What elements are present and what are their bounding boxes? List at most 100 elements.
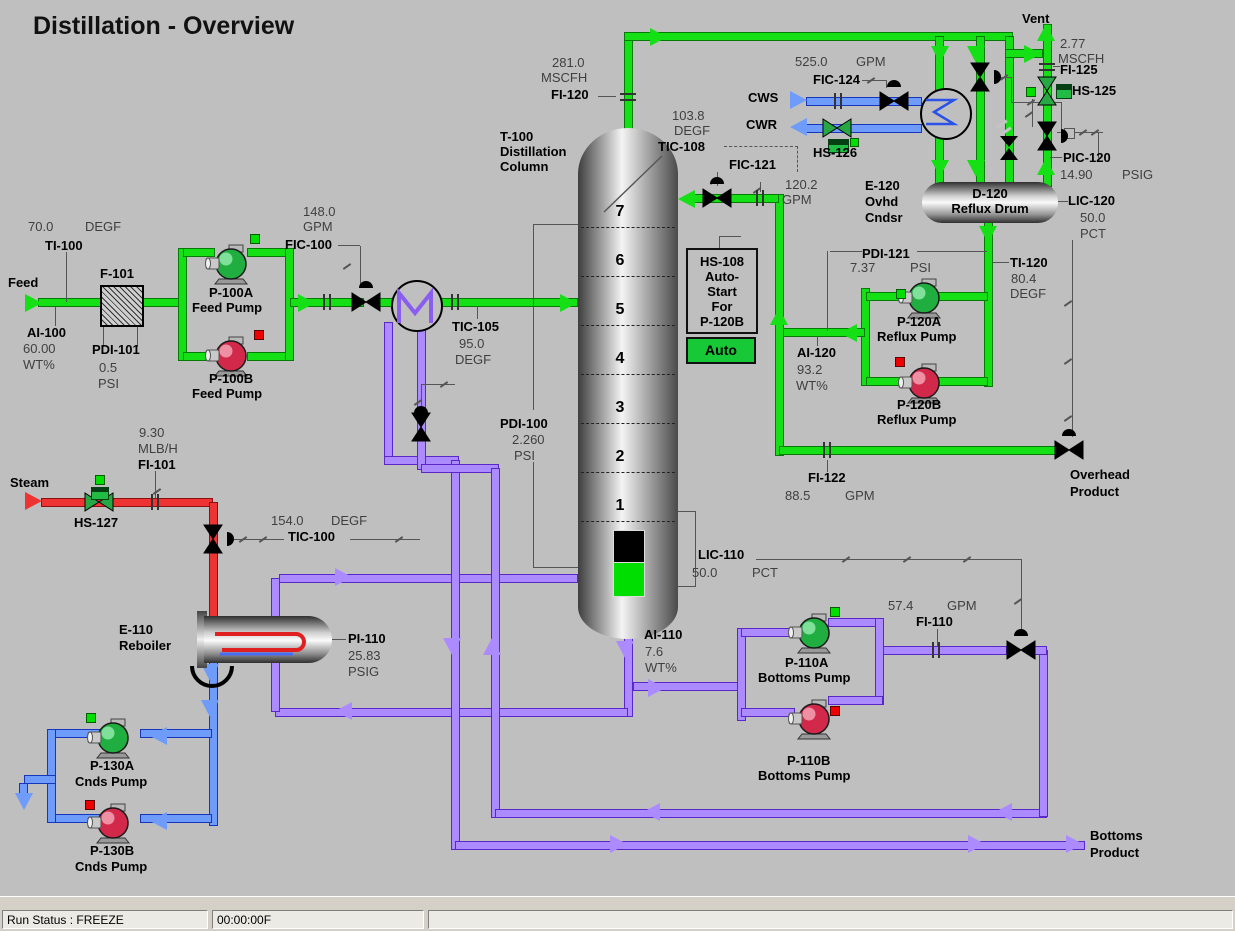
- tray-line: [581, 521, 675, 522]
- pipe-segment: [779, 446, 1057, 455]
- pipe-segment: [279, 574, 578, 583]
- hs126-actuator-box[interactable]: [828, 139, 849, 153]
- label-fic124: FIC-124: [813, 72, 860, 87]
- signal-line: [533, 567, 578, 568]
- flow-arrow-icon: [931, 46, 949, 63]
- flow-arrow-icon: [979, 226, 997, 243]
- signal-line: [1050, 157, 1062, 158]
- run-led-icon: [830, 607, 840, 617]
- label-v2583: 25.83: [348, 648, 381, 663]
- flow-arrow-icon: [1037, 158, 1055, 175]
- flow-arrow-icon: [1024, 45, 1041, 63]
- label-fi101: FI-101: [138, 457, 176, 472]
- tray-number: 7: [615, 203, 625, 220]
- page-title: Distillation - Overview: [33, 12, 295, 40]
- label-p130b2: Cnds Pump: [75, 859, 148, 874]
- pump-p120b[interactable]: [898, 362, 942, 404]
- label-fi125: FI-125: [1060, 62, 1098, 77]
- signal-line: [332, 639, 346, 640]
- label-cwr: CWR: [746, 117, 778, 132]
- signal-break-icon: [1063, 358, 1073, 365]
- valve-fic121[interactable]: [699, 177, 735, 216]
- signal-line: [1072, 240, 1073, 437]
- label-p110a2: Bottoms Pump: [758, 670, 851, 685]
- label-ai110: AI-110: [644, 627, 683, 642]
- tic108-cascade-dashed: [797, 146, 798, 172]
- signal-line: [719, 236, 720, 248]
- pump-p110b[interactable]: [788, 698, 832, 740]
- label-ti120: TI-120: [1010, 255, 1048, 270]
- flow-arrow-icon: [790, 91, 807, 109]
- flow-arrow-icon: [560, 294, 577, 312]
- signal-break-icon: [1063, 300, 1073, 307]
- label-v05: 0.5: [99, 360, 118, 375]
- handvalve-hs126[interactable]: [819, 110, 855, 146]
- orifice-icon: [1039, 63, 1055, 65]
- hs125-actuator-box[interactable]: [1056, 84, 1072, 99]
- hs108-auto-button[interactable]: Auto: [686, 337, 756, 364]
- tray-line: [581, 472, 675, 473]
- tray-number: 5: [615, 301, 625, 318]
- signal-line: [1021, 559, 1022, 636]
- signal-line: [66, 252, 67, 302]
- handvalve-hs125[interactable]: [1029, 73, 1065, 109]
- pump-p130b[interactable]: [87, 802, 131, 844]
- label-t100b: Distillation: [500, 144, 567, 159]
- signal-line: [1098, 132, 1099, 158]
- filter-f101[interactable]: [100, 285, 144, 327]
- column-level-gauge-fill: [613, 562, 645, 597]
- label-v804: 80.4: [1011, 271, 1037, 286]
- valve-bottoms-product[interactable]: [1003, 629, 1039, 668]
- pipe-segment: [421, 464, 499, 473]
- pump-p130a[interactable]: [87, 717, 131, 759]
- run-status-panel: Run Status : FREEZE: [2, 910, 208, 929]
- signal-line: [55, 307, 56, 326]
- reboiler-e110: [204, 616, 332, 663]
- signal-line: [1011, 77, 1012, 103]
- label-mlbh: MLB/H: [138, 441, 178, 456]
- valve-fic100[interactable]: [348, 281, 384, 320]
- tray-line: [581, 374, 675, 375]
- hs108-line: Auto-: [705, 268, 739, 284]
- label-hs125: HS-125: [1072, 83, 1117, 98]
- label-pct110: PCT: [752, 565, 778, 580]
- label-v737: 7.37: [850, 260, 876, 275]
- valve-overhead-product[interactable]: [1051, 429, 1087, 468]
- status-bar: Run Status : FREEZE 00:00:00F: [0, 896, 1235, 931]
- signal-line: [228, 539, 284, 540]
- hs108-line: For: [711, 298, 733, 314]
- label-e120c: Cndsr: [865, 210, 903, 225]
- hs127-actuator-box[interactable]: [91, 487, 109, 500]
- tray-line: [581, 423, 675, 424]
- signal-line: [1011, 102, 1061, 103]
- pump-p100a[interactable]: [205, 243, 249, 285]
- orifice-icon: [932, 642, 934, 658]
- tray-number: 6: [615, 252, 625, 269]
- signal-line: [695, 511, 696, 587]
- reboiler-e110-flange: [197, 611, 207, 668]
- sim-clock-panel: 00:00:00F: [212, 910, 424, 929]
- label-degf120: DEGF: [1010, 286, 1047, 301]
- valve-condenser-inlet[interactable]: [962, 59, 1001, 95]
- signal-line: [678, 586, 696, 587]
- orifice-icon: [323, 294, 325, 310]
- signal-line: [827, 460, 828, 472]
- label-ai120: AI-120: [797, 345, 837, 360]
- signal-line: [719, 236, 741, 237]
- label-v500c: 50.0: [692, 565, 718, 580]
- orifice-icon: [157, 494, 159, 510]
- signal-line: [1053, 201, 1068, 202]
- pump-p110a[interactable]: [788, 612, 832, 654]
- orifice-icon: [151, 494, 153, 510]
- orifice-icon: [829, 442, 831, 458]
- label-t100: T-100: [500, 129, 534, 144]
- signal-line: [533, 462, 534, 568]
- condenser-e120: [920, 88, 972, 140]
- valve-tic100-steam[interactable]: [195, 521, 234, 557]
- valve-preheater-bypass[interactable]: [403, 406, 439, 445]
- valve-fic124[interactable]: [876, 80, 912, 119]
- orifice-icon: [756, 190, 758, 206]
- valve-pic120-vent[interactable]: [1029, 118, 1068, 154]
- pump-p100b[interactable]: [205, 335, 249, 377]
